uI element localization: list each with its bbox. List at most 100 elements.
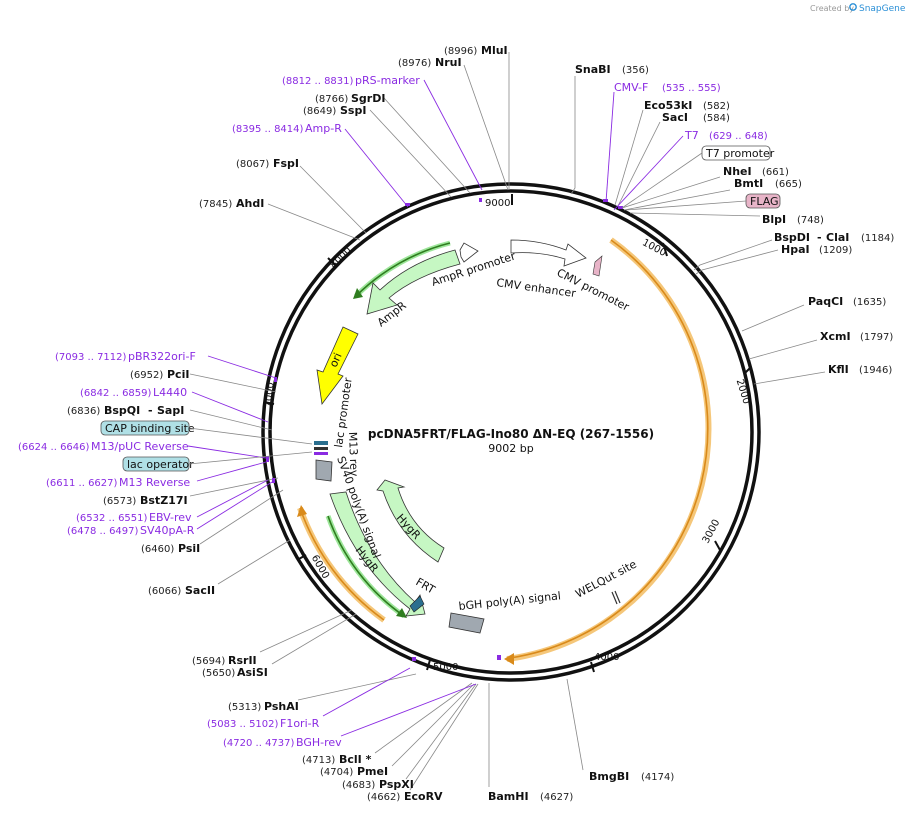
enzyme-clai: ClaI bbox=[826, 231, 849, 244]
enzyme-hpai-pos: (1209) bbox=[819, 245, 852, 256]
primer-l4440-pos: (6842 .. 6859) bbox=[80, 388, 152, 399]
ampr-green-line bbox=[355, 242, 451, 297]
cap-binding-leader bbox=[188, 427, 313, 445]
enzyme-bstz17i: BstZ17I bbox=[140, 494, 188, 507]
lac-operator-leader bbox=[188, 451, 313, 465]
enzyme-eco53ki: Eco53kI bbox=[644, 99, 692, 112]
credit-prefix: Created by bbox=[810, 4, 854, 13]
enzyme-sgrdi-pos: (8766) bbox=[315, 94, 348, 105]
label-welqut: WELQut site bbox=[573, 557, 639, 600]
enzyme-xcmi: XcmI bbox=[820, 330, 851, 343]
primer-mark-ebv bbox=[272, 478, 275, 483]
hygr-orange-arrowhead bbox=[297, 505, 307, 517]
primer-f1ori-pos: (5083 .. 5102) bbox=[207, 719, 279, 730]
enzyme-bmti-pos: (665) bbox=[775, 179, 802, 190]
primer-m13rev-pos: (6611 .. 6627) bbox=[46, 478, 118, 489]
enzyme-blpi: BlpI bbox=[762, 213, 786, 226]
enzyme-kfli: KflI bbox=[828, 363, 849, 376]
enzyme-pshai: PshAI bbox=[264, 700, 299, 713]
enzyme-bmti: BmtI bbox=[734, 177, 763, 190]
primer-bgh-pos: (4720 .. 4737) bbox=[223, 738, 295, 749]
enzyme-pshai-pos: (5313) bbox=[228, 702, 261, 713]
enzyme-nrui: NruI bbox=[435, 56, 462, 69]
primer-prs: pRS-marker bbox=[355, 74, 420, 87]
primer-cmv-f: CMV-F bbox=[614, 81, 648, 94]
enzyme-sgrdi: SgrDI bbox=[351, 92, 385, 105]
flag-label: FLAG bbox=[750, 195, 779, 208]
primer-t7: T7 bbox=[684, 129, 699, 142]
label-bgh-polya: bGH poly(A) signal bbox=[458, 589, 561, 613]
tick-label-4000: 4000 bbox=[594, 652, 619, 663]
enzyme-blpi-pos: (748) bbox=[797, 215, 824, 226]
enzyme-paqci: PaqCI bbox=[808, 295, 843, 308]
enzyme-bamhi: BamHI bbox=[488, 790, 529, 803]
primer-pbr322: pBR322ori-F bbox=[128, 350, 196, 363]
enzyme-bspqi: BspQI bbox=[104, 404, 140, 417]
sv40-polya-marker bbox=[315, 459, 333, 482]
enzyme-nrui-pos: (8976) bbox=[398, 58, 431, 69]
enzyme-nhei-pos: (661) bbox=[762, 167, 789, 178]
tick-label-5000: 5000 bbox=[433, 662, 458, 673]
bgh-polya-marker bbox=[448, 612, 485, 634]
primer-sv40pa: SV40pA-R bbox=[140, 524, 195, 537]
tick-label-9000: 9000 bbox=[485, 198, 510, 209]
insert-arrowhead bbox=[504, 653, 514, 665]
enzyme-xcmi-pos: (1797) bbox=[860, 332, 893, 343]
t7-promoter-label: T7 promoter bbox=[705, 147, 775, 160]
primer-cmv-f-pos: (535 .. 555) bbox=[662, 83, 721, 94]
enzyme-nhei: NheI bbox=[723, 165, 752, 178]
enzyme-sacii: SacII bbox=[185, 584, 215, 597]
hygr-arrow-1 bbox=[329, 491, 426, 617]
label-frt: FRT bbox=[414, 575, 438, 596]
enzyme-sspi-pos: (8649) bbox=[303, 106, 336, 117]
insert-orange-line bbox=[509, 239, 709, 659]
ampr-arrow bbox=[366, 249, 461, 315]
flag-leader bbox=[625, 200, 747, 211]
primer-mark-cmv bbox=[603, 199, 608, 202]
enzyme-sacii-pos: (6066) bbox=[148, 586, 181, 597]
hygr-green-arrowhead bbox=[396, 608, 407, 618]
primer-m13puc: M13/pUC Reverse bbox=[91, 440, 189, 453]
lac-marker-3 bbox=[314, 452, 328, 455]
tick-marks bbox=[263, 194, 752, 673]
enzyme-hpai: HpaI bbox=[781, 243, 810, 256]
primer-t7-pos: (629 .. 648) bbox=[709, 131, 768, 142]
enzyme-psii-pos: (6460) bbox=[141, 544, 174, 555]
lac-operator-label: lac operator bbox=[127, 458, 194, 471]
enzyme-dash-2: - bbox=[148, 404, 153, 417]
primer-mark-prs bbox=[479, 198, 482, 202]
primer-mark-ampr bbox=[405, 203, 410, 206]
primer-m13rev: M13 Reverse bbox=[119, 476, 190, 489]
cmv-enhancer-arrow bbox=[510, 239, 587, 267]
enzyme-rsrii: RsrII bbox=[228, 654, 257, 667]
enzyme-snabi-pos: (356) bbox=[622, 65, 649, 76]
primer-mark-m13 bbox=[266, 456, 269, 462]
lac-marker-1 bbox=[314, 441, 328, 445]
enzyme-bmgbi-pos: (4174) bbox=[641, 772, 674, 783]
enzyme-fspi: FspI bbox=[273, 157, 299, 170]
primer-mark-bgh bbox=[497, 655, 501, 660]
primer-leaders bbox=[187, 79, 684, 737]
enzyme-bcli: BclI * bbox=[339, 753, 372, 766]
ampr-green-arrowhead bbox=[353, 288, 363, 299]
enzyme-bspdi-pos: (1184) bbox=[861, 233, 894, 244]
primer-prs-pos: (8812 .. 8831) bbox=[282, 76, 354, 87]
primer-pbr322-pos: (7093 .. 7112) bbox=[55, 352, 127, 363]
enzyme-kfli-pos: (1946) bbox=[859, 365, 892, 376]
primer-ebv: EBV-rev bbox=[149, 511, 192, 524]
cap-binding-label: CAP binding site bbox=[105, 422, 195, 435]
primer-ampr-pos: (8395 .. 8414) bbox=[232, 124, 304, 135]
tick-label-2000: 2000 bbox=[734, 378, 752, 406]
snapgene-logo-icon bbox=[849, 3, 857, 11]
primer-mark-t7 bbox=[618, 206, 623, 209]
enzyme-ecorv: EcoRV bbox=[404, 790, 443, 803]
enzyme-asisi-pos: (5650) bbox=[202, 668, 235, 679]
primer-mark-pbr bbox=[274, 377, 277, 382]
enzyme-bstz17i-pos: (6573) bbox=[103, 496, 136, 507]
enzyme-bmgbi: BmgBI bbox=[589, 770, 629, 783]
frt-marker bbox=[409, 595, 425, 613]
enzyme-saci-pos: (584) bbox=[703, 113, 730, 124]
hygr-green-line bbox=[327, 515, 405, 617]
enzyme-bspqi-pos: (6836) bbox=[67, 406, 100, 417]
